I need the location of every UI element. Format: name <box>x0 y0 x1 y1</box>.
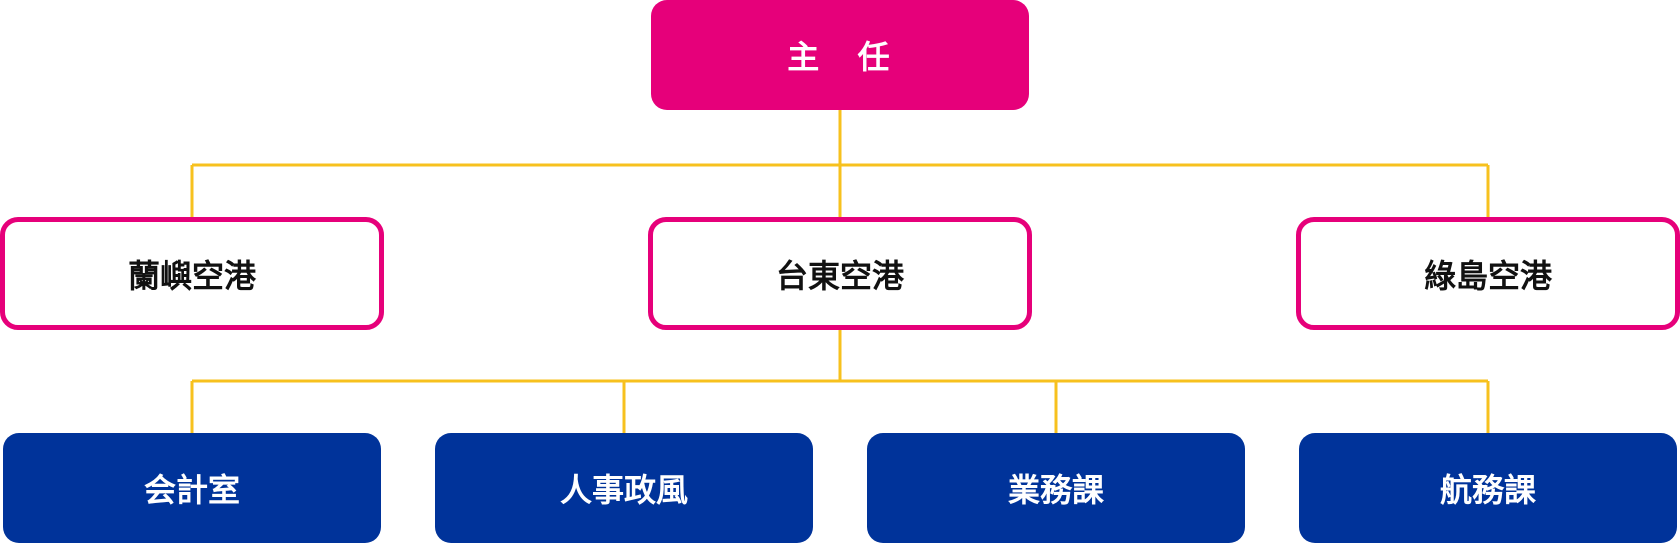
node-dept-accounting-label: 会計室 <box>143 471 240 509</box>
node-dept-accounting: 会計室 <box>3 433 381 543</box>
node-dept-flight-ops: 航務課 <box>1299 433 1677 543</box>
node-airport-lanyu: 蘭嶼空港 <box>0 217 384 330</box>
node-airport-lyudao: 綠島空港 <box>1296 217 1680 330</box>
node-airport-lyudao-label: 綠島空港 <box>1423 256 1552 295</box>
node-director-label: 主 任 <box>787 38 893 76</box>
node-dept-personnel-label: 人事政風 <box>559 471 688 509</box>
node-airport-taitung: 台東空港 <box>648 217 1032 330</box>
node-dept-business: 業務課 <box>867 433 1245 543</box>
node-director: 主 任 <box>651 0 1029 110</box>
node-airport-lanyu-label: 蘭嶼空港 <box>127 256 256 295</box>
node-dept-business-label: 業務課 <box>1007 471 1104 509</box>
node-dept-flight-ops-label: 航務課 <box>1439 471 1536 509</box>
node-airport-taitung-label: 台東空港 <box>775 256 904 295</box>
node-dept-personnel: 人事政風 <box>435 433 813 543</box>
